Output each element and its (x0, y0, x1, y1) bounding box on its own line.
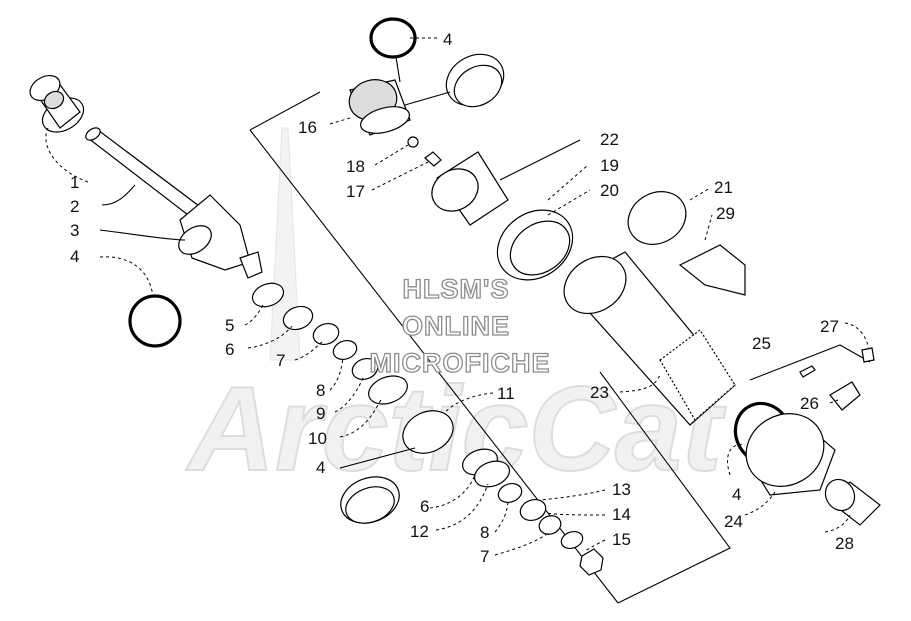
callout-17: 17 (346, 182, 365, 201)
part-11-piston (402, 410, 454, 454)
part-26-fitting (829, 381, 861, 411)
hlsm-watermark: HLSM'S ONLINE MICROFICHE (369, 273, 551, 378)
callout-18: 18 (346, 157, 365, 176)
callout-21: 21 (714, 178, 733, 197)
part-7-washer (312, 323, 340, 345)
part-17-valve (424, 151, 442, 167)
part-4-oring-top (369, 17, 417, 59)
callout-16: 16 (298, 118, 317, 137)
callout-7-upper: 7 (276, 351, 285, 370)
part-14-washer (519, 499, 547, 521)
part-10-washer (368, 375, 408, 405)
part-5-washer (251, 282, 285, 308)
part-25-small-seal (799, 365, 816, 378)
callout-25: 25 (752, 334, 771, 353)
part-4-top-bearing (445, 53, 505, 108)
callout-14: 14 (612, 505, 631, 524)
callout-26: 26 (800, 394, 819, 413)
callout-9: 9 (316, 404, 325, 423)
callout-6-lower: 6 (420, 497, 429, 516)
watermark-line-1: HLSM'S (403, 274, 510, 304)
callout-19: 19 (600, 156, 619, 175)
callout-8-lower: 8 (480, 523, 489, 542)
callout-2: 2 (70, 197, 79, 216)
part-6-washer (282, 305, 314, 331)
brand-watermark: ArcticCat (184, 361, 728, 497)
callout-15: 15 (612, 530, 631, 549)
part-12-washer (473, 460, 511, 488)
callout-3: 3 (70, 221, 79, 240)
callout-24: 24 (724, 512, 743, 531)
part-8b-washer (538, 515, 562, 535)
leader-lines (45, 37, 869, 556)
part-27-valve-cap (861, 347, 875, 363)
callout-labels: 1 2 3 4 4 4 4 5 6 6 7 7 8 8 9 10 11 12 1… (70, 30, 854, 566)
callout-8-upper: 8 (316, 381, 325, 400)
callout-1: 1 (70, 173, 79, 192)
part-13-washer (497, 482, 523, 504)
callout-28: 28 (835, 534, 854, 553)
callout-5: 5 (225, 316, 234, 335)
callout-13: 13 (612, 480, 631, 499)
boundary-line-25 (749, 344, 871, 381)
boundary-line-bottom-right (599, 371, 731, 604)
watermark-line-3: MICROFICHE (370, 348, 551, 378)
part-15-nut (579, 548, 604, 576)
callout-29: 29 (716, 204, 735, 223)
callout-22: 22 (600, 130, 619, 149)
watermark-line-2: ONLINE (402, 311, 510, 341)
callout-4-lower: 4 (316, 458, 325, 477)
part-24-lower-body (744, 413, 836, 496)
part-29-clip (678, 244, 746, 296)
part-7b-washer (560, 530, 584, 550)
callout-27: 27 (820, 317, 839, 336)
part-4-lower-bearing (340, 476, 400, 524)
boundary-line-top (249, 91, 321, 131)
washer-stack (251, 282, 604, 576)
part-9-washer (351, 358, 379, 380)
callout-12: 12 (410, 522, 429, 541)
part-21-disc (627, 191, 687, 245)
part-22-sleeve (431, 151, 509, 226)
callout-10: 10 (308, 429, 327, 448)
part-18-small-oring (407, 136, 419, 148)
part-28-bushing (824, 478, 881, 526)
callout-4-right: 4 (732, 485, 741, 504)
part-1-bushing (29, 74, 85, 133)
callout-6-upper: 6 (225, 340, 234, 359)
callout-4-left: 4 (70, 247, 79, 266)
part-8-washer (332, 339, 358, 361)
callout-4-top: 4 (443, 30, 452, 49)
part-19-20-adjuster-ring (496, 209, 574, 281)
brand-watermark-text: ArcticCat (185, 362, 727, 496)
callout-20: 20 (600, 181, 619, 200)
part-23-body-coil (563, 251, 736, 426)
part-16-reservoir-cap (348, 79, 411, 136)
part-4-oring-left (128, 294, 182, 348)
part-3-piston-body (178, 194, 263, 279)
callout-11: 11 (497, 384, 515, 403)
callout-23: 23 (590, 383, 609, 402)
callout-7-lower: 7 (480, 547, 489, 566)
